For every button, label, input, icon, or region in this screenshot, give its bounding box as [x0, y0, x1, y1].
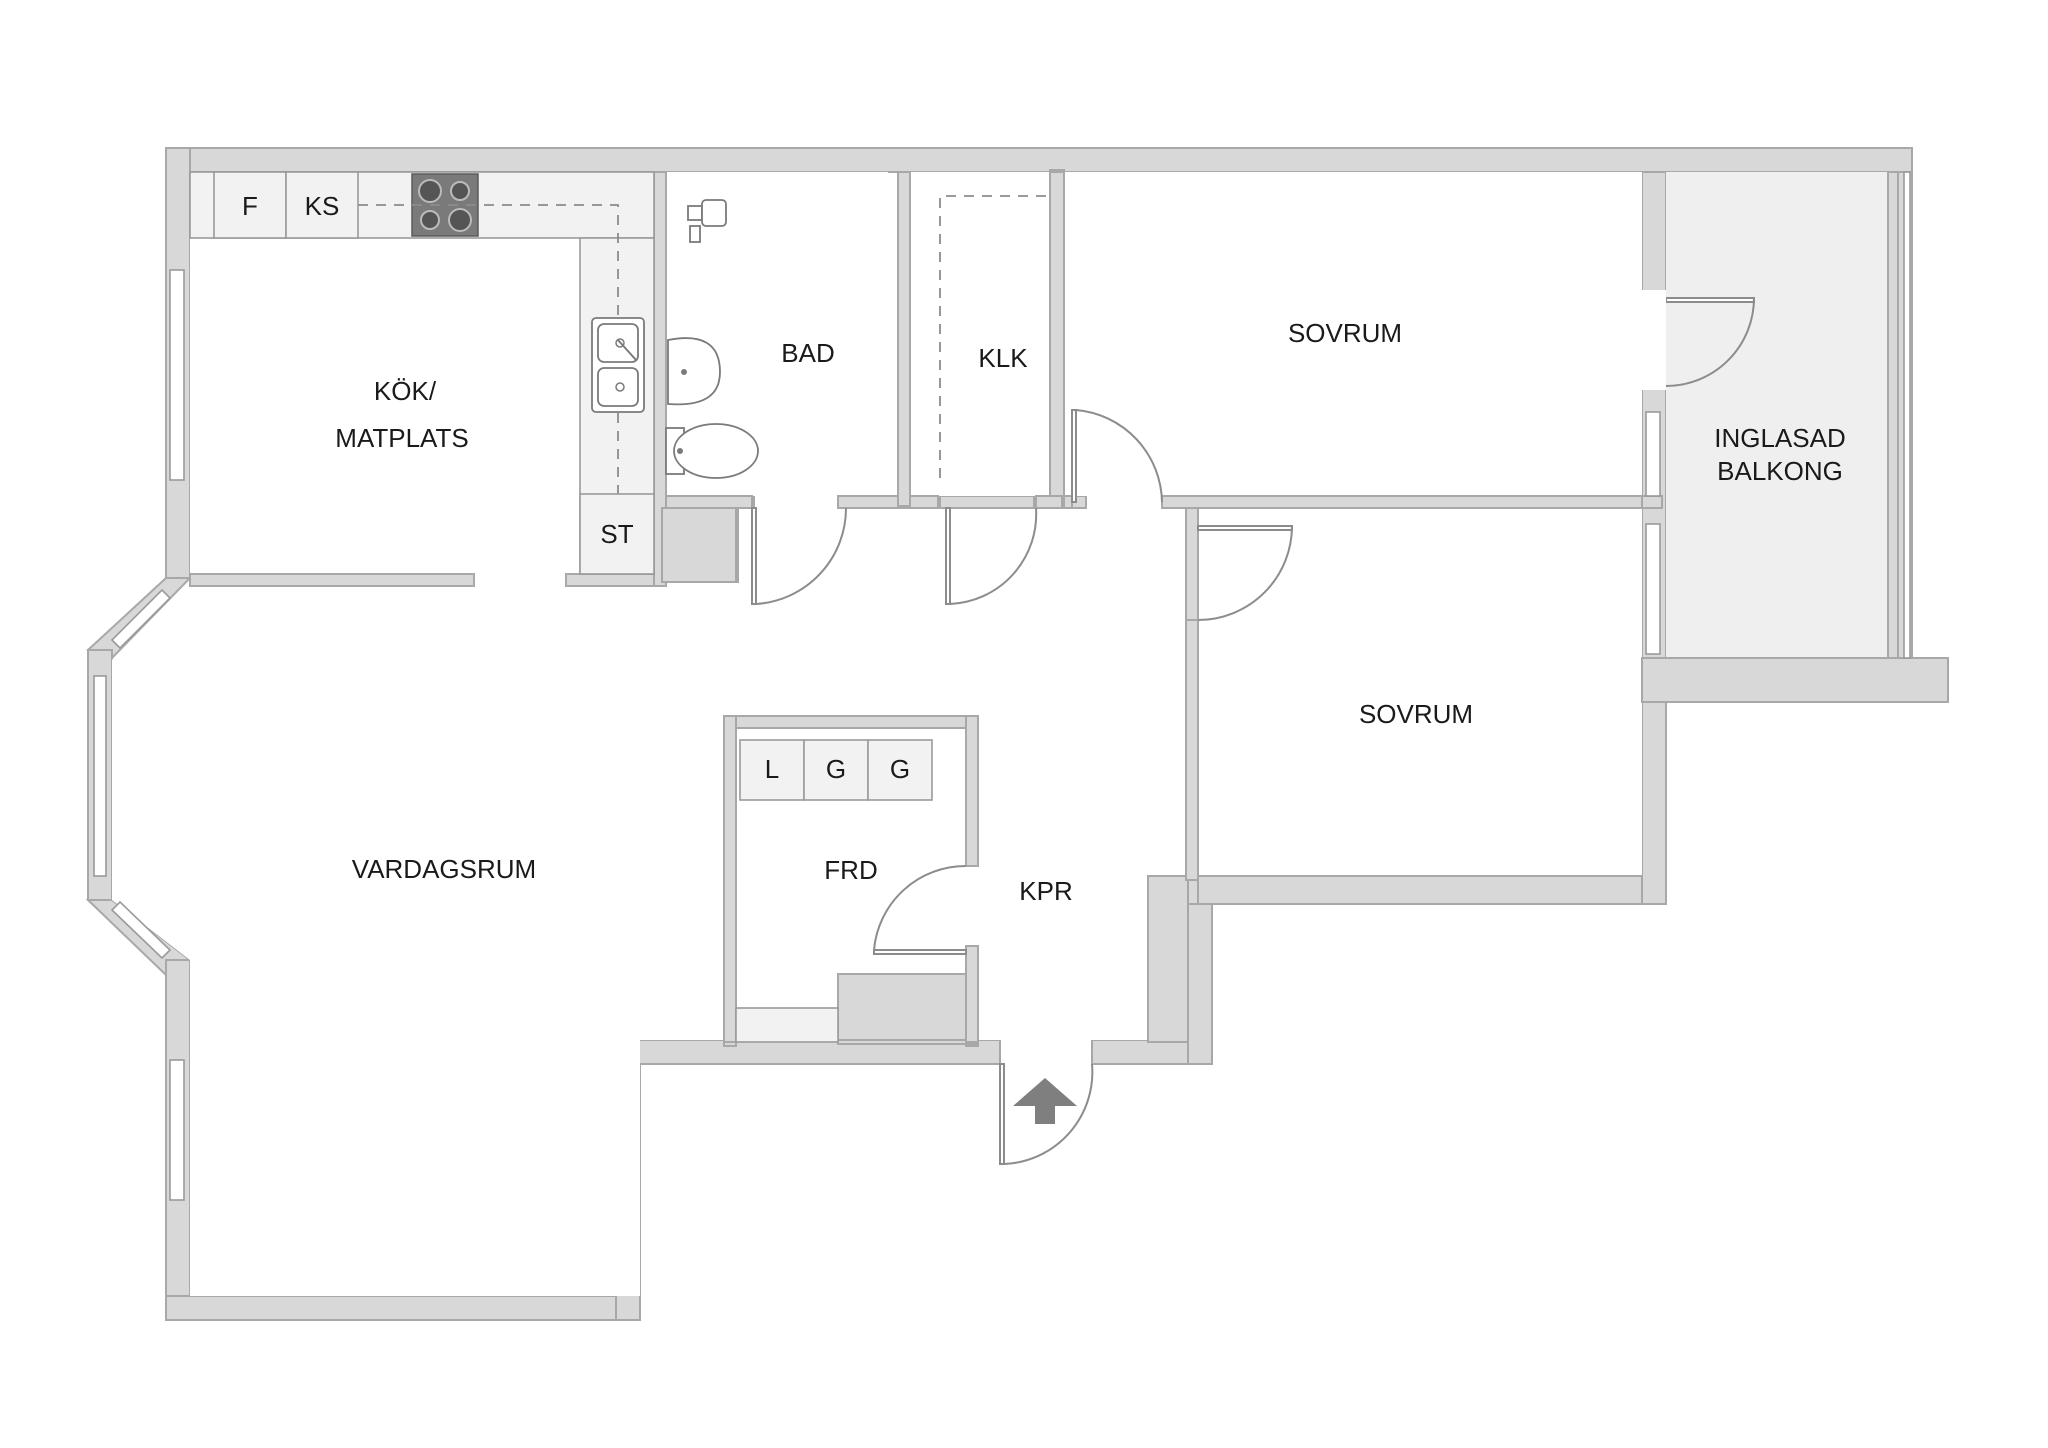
bedroom-2-label: SOVRUM: [1359, 699, 1473, 729]
window: [1645, 523, 1661, 655]
floors: [112, 172, 1642, 1296]
window: [93, 675, 107, 877]
closet-label: KLK: [978, 343, 1028, 373]
hall-label: KPR: [1019, 876, 1072, 906]
sink-icon: [591, 317, 645, 413]
window: [1903, 171, 1911, 659]
cabinet-st: [579, 493, 655, 575]
shower-icon: [687, 199, 727, 243]
cabinet-g2-label: G: [890, 754, 910, 784]
windows: [93, 171, 1911, 1201]
freezer-label: KS: [305, 191, 340, 221]
bath-fixtures: [665, 199, 759, 479]
balcony-label-1: INGLASAD: [1714, 423, 1846, 453]
bedroom-1-label: SOVRUM: [1288, 318, 1402, 348]
window: [169, 269, 185, 481]
kitchen-counters: [189, 171, 655, 575]
bath-label: BAD: [781, 338, 834, 368]
toilet-icon: [665, 423, 759, 479]
doors: [751, 290, 1755, 1165]
storage-label: FRD: [824, 855, 877, 885]
cabinet-st-label: ST: [600, 519, 633, 549]
cabinet-g1-label: G: [826, 754, 846, 784]
window: [169, 1059, 185, 1201]
balcony-label-2: BALKONG: [1717, 456, 1843, 486]
fridge-label: F: [242, 191, 258, 221]
cabinet-l-label: L: [765, 754, 779, 784]
kitchen-label-1: KÖK/: [374, 376, 437, 406]
window: [110, 588, 172, 650]
entrance-arrow-icon: [1013, 1078, 1077, 1124]
balcony: [1641, 171, 1949, 703]
interior-walls: [189, 171, 1643, 1043]
fridge: [213, 171, 287, 239]
frd-shelf: [735, 1007, 839, 1043]
kitchen-label-2: MATPLATS: [335, 423, 468, 453]
frd-cabinets: [739, 739, 933, 801]
living-label: VARDAGSRUM: [352, 854, 536, 884]
labels: F KS ST L G G KÖK/ MATPLATS BAD KLK SOVR…: [242, 191, 1846, 906]
window: [1645, 411, 1661, 497]
window: [110, 900, 172, 960]
washbasin-icon: [667, 337, 721, 406]
freezer: [285, 171, 359, 239]
